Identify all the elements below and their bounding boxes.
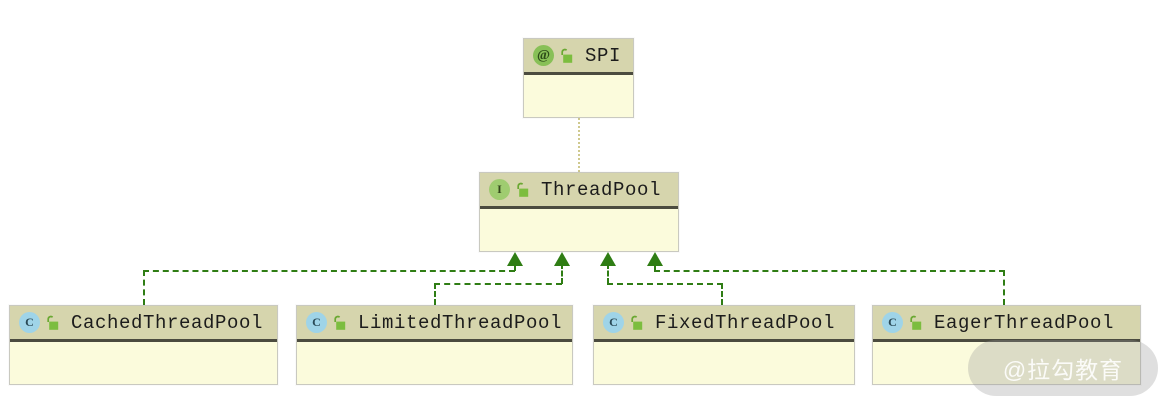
uml-node-cachedthreadpool-header: C CachedThreadPool (10, 306, 277, 342)
uml-node-fixedthreadpool-header: C FixedThreadPool (594, 306, 854, 342)
uml-node-spi-body (524, 75, 633, 113)
unlocked-padlock-icon (559, 48, 573, 64)
uml-node-threadpool-body (480, 209, 678, 247)
uml-node-eagerthreadpool-title: EagerThreadPool (934, 311, 1115, 334)
uml-node-threadpool-header: I ThreadPool (480, 173, 678, 209)
unlocked-padlock-icon (908, 315, 922, 331)
interface-icon: I (489, 179, 510, 200)
arrowhead-limited-threadpool (554, 252, 570, 266)
uml-node-fixedthreadpool[interactable]: C FixedThreadPool (593, 305, 855, 385)
edge-limited-threadpool-horizontal (434, 283, 562, 285)
uml-node-fixedthreadpool-body (594, 342, 854, 380)
uml-node-spi[interactable]: @ SPI (523, 38, 634, 118)
class-icon: C (882, 312, 903, 333)
uml-node-limitedthreadpool[interactable]: C LimitedThreadPool (296, 305, 573, 385)
edge-eager-threadpool-horizontal (654, 270, 1005, 272)
arrowhead-eager-threadpool (647, 252, 663, 266)
uml-node-threadpool-title: ThreadPool (541, 178, 662, 201)
annotation-icon: @ (533, 45, 554, 66)
uml-node-eagerthreadpool[interactable]: C EagerThreadPool (872, 305, 1141, 385)
edge-limited-threadpool-vertical-upper (561, 263, 563, 284)
edge-eager-threadpool-vertical-upper (654, 263, 656, 271)
uml-node-limitedthreadpool-header: C LimitedThreadPool (297, 306, 572, 342)
unlocked-padlock-icon (332, 315, 346, 331)
class-icon: C (603, 312, 624, 333)
uml-node-eagerthreadpool-header: C EagerThreadPool (873, 306, 1140, 342)
uml-node-limitedthreadpool-title: LimitedThreadPool (358, 311, 563, 334)
unlocked-padlock-icon (515, 182, 529, 198)
edge-cached-threadpool-horizontal (143, 270, 515, 272)
edge-eager-threadpool-vertical-lower (1003, 270, 1005, 305)
edge-fixed-threadpool-horizontal (607, 283, 723, 285)
unlocked-padlock-icon (629, 315, 643, 331)
edge-cached-threadpool-vertical-upper (514, 263, 516, 271)
uml-node-cachedthreadpool[interactable]: C CachedThreadPool (9, 305, 278, 385)
unlocked-padlock-icon (45, 315, 59, 331)
edge-fixed-threadpool-vertical-upper (607, 263, 609, 284)
uml-node-cachedthreadpool-title: CachedThreadPool (71, 311, 264, 334)
class-icon: C (306, 312, 327, 333)
edge-fixed-threadpool-vertical-lower (721, 283, 723, 305)
uml-node-threadpool[interactable]: I ThreadPool (479, 172, 679, 252)
class-icon: C (19, 312, 40, 333)
uml-node-cachedthreadpool-body (10, 342, 277, 380)
uml-node-limitedthreadpool-body (297, 342, 572, 380)
edge-spi-threadpool (578, 118, 580, 172)
edge-limited-threadpool-vertical-lower (434, 283, 436, 305)
uml-node-eagerthreadpool-body (873, 342, 1140, 380)
uml-node-spi-title: SPI (585, 44, 622, 67)
edge-cached-threadpool-vertical-lower (143, 270, 145, 305)
arrowhead-fixed-threadpool (600, 252, 616, 266)
uml-node-fixedthreadpool-title: FixedThreadPool (655, 311, 836, 334)
uml-node-spi-header: @ SPI (524, 39, 633, 75)
arrowhead-cached-threadpool (507, 252, 523, 266)
